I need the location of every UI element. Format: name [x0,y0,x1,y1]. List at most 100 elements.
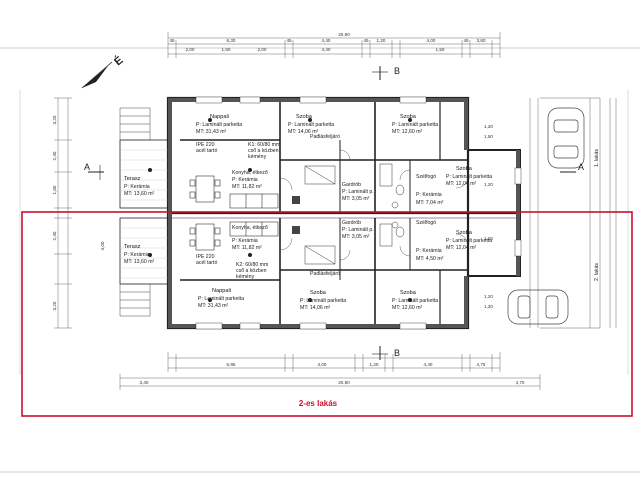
u1-terasz-area: MT: 13,60 m² [124,191,155,197]
u1-note-ipe: IPE 220 [196,142,215,148]
section-b-label-top: B [394,66,400,76]
section-cut-b [372,66,388,360]
u1-gardrob-name: Gardrób [342,182,361,188]
u1-terasz-name: Terasz [124,176,141,182]
u1-szoba2-area: MT: 12,60 m² [392,129,423,135]
right-dim-6: 1,20 [484,304,493,309]
u2-konyha-floor: P: Kerámia [232,238,258,244]
right-dim-3: 1,20 [484,182,493,187]
u1-szoba1-name: Szoba [296,114,313,120]
bottom-outer-dim-2: 4,70 [516,380,525,385]
unit2-labels: Terasz P: Kerámia MT: 13,60 m² Konyha, é… [124,220,492,311]
u2-szelfogo-floor: P: Kerámia [416,248,442,254]
u1-gardrob-floor: P: Laminált p. [342,189,374,195]
left-dim-5: 3,20 [52,301,57,310]
u2-nappali-name: Nappali [212,288,231,294]
car-top [547,107,585,169]
left-dimension-chain [54,97,72,329]
north-label: É [112,54,126,69]
top-dim-12: 3,60 [477,38,486,43]
bottom-dim-3: 1,20 [370,362,379,367]
bathroom-fixtures [379,163,405,247]
top-total-dimension: 20,90 [338,32,350,37]
u1-terasz-floor: P: Kerámia [124,184,150,190]
section-cut-a [88,165,576,180]
u1-szoba3-area: MT: 12,04 m² [446,181,477,187]
unit2-highlight-label: 2-es lakás [299,399,338,408]
section-a-label-right: A [578,162,584,172]
u2-nappali-area: MT: 31,43 m² [198,303,229,309]
u2-szoba2-area: MT: 12,60 m² [392,305,423,311]
u1-szoba1-floor: P: Laminált parketta [288,122,334,128]
top-dim-1: 45 [169,38,175,43]
right-dim-1: 1,20 [484,124,493,129]
u2-konyha-area: MT: 11,82 m² [232,245,262,251]
u1-konyha-name: Konyha, étkező [232,170,268,176]
u2-note-ipe: IPE 220 [196,254,215,260]
u2-note-cso: cső a közben [236,268,267,274]
u1-konyha-floor: P: Kerámia [232,177,258,183]
u1-nappali-area: MT: 31,43 m² [196,129,227,135]
right-dim-4: 1,20 [484,236,493,241]
u2-note-kemeny: kémény [236,274,255,280]
section-a-label-left: A [84,162,90,172]
u2-szoba1-area: MT: 14,06 m² [300,305,331,311]
u1-szoba3-name: Szoba [456,166,473,172]
u2-terasz-name: Terasz [124,244,141,250]
u1-note-tarto: acél tartó [196,148,217,154]
right-dim-2: 1,50 [484,134,493,139]
left-dim-1: 3,20 [52,115,57,124]
terrace-steps [119,107,151,317]
top-dim-11: 45 [463,38,469,43]
right-dimension-chain [529,98,617,328]
windows [195,96,522,330]
u1-nappali-floor: P: Laminált parketta [196,122,242,128]
bottom-total-dimension: 20,90 [338,380,350,385]
u2-szoba1-floor: P: Laminált parketta [300,298,346,304]
u2-terasz-floor: P: Kerámia [124,252,150,258]
top-dim-8: 1,20 [377,38,386,43]
top-inner-dim-2: 1,50 [222,47,231,52]
bottom-outer-dim-1: 3,40 [140,380,149,385]
u2-szoba2-name: Szoba [400,290,417,296]
u2-terasz-area: MT: 13,60 m² [124,259,155,265]
driveway [540,97,601,329]
bottom-dim-5: 4,75 [477,362,486,367]
top-dim-6: 45 [363,38,369,43]
side-label-top: 1. lakás [594,149,600,167]
bottom-dim-2: 4,00 [318,362,327,367]
unit2-highlight-box [21,211,633,417]
u2-szoba3-floor: P: Laminált parketta [446,238,492,244]
u1-nappali-name: Nappali [210,114,229,120]
u1-szelfogo-area: MT: 7,04 m² [416,200,444,206]
top-dim-5: 4,40 [322,38,331,43]
top-inner-dim-3: 2,00 [258,47,267,52]
u2-note-tarto: acél tartó [196,260,217,266]
u2-note-padlas: Padlásfeljáró [310,271,340,277]
left-dim-3: 1,80 [52,185,57,194]
top-inner-dim-5: 1,50 [436,47,445,52]
u1-note-k1: K1: 60/80 mm [248,142,280,148]
top-dim-2: 6,30 [227,38,236,43]
u2-szoba3-area: MT: 12,04 m² [446,245,477,251]
u1-szoba1-area: MT: 14,06 m² [288,129,319,135]
top-dim-3: 45 [286,38,292,43]
attic-hatch [304,165,336,265]
u1-konyha-area: MT: 11,82 m² [232,184,262,190]
left-dim-2: 2,40 [52,151,57,160]
bottom-dim-4: 4,40 [424,362,433,367]
u2-gardrob-area: MT: 3,05 m² [342,234,370,240]
u2-szelfogo-name: Szélfogó [416,220,436,226]
chimneys [292,196,300,234]
top-dimension-chain [167,32,501,58]
section-b-label-bottom: B [394,348,400,358]
side-label-bottom: 2. lakás [594,263,600,281]
u1-szoba3-floor: P: Laminált parketta [446,174,492,180]
u2-konyha-name: Konyha, étkező [232,225,268,231]
u1-szelfogo-name: Szélfogó [416,174,436,180]
u2-szoba2-floor: P: Laminált parketta [392,298,438,304]
u2-nappali-floor: P: Laminált parketta [198,296,244,302]
ceiling-marks [148,118,412,302]
u2-note-k2: K2: 60/80 mm [236,262,268,268]
